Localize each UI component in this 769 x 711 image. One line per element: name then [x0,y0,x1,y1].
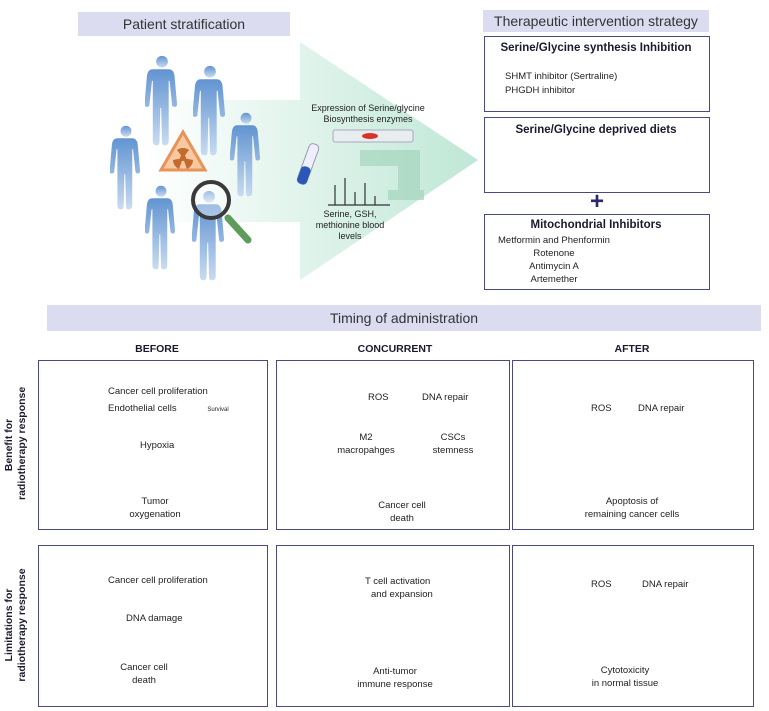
magnifying-glass-icon [191,180,252,244]
outcome-label: Cancer cell [120,662,168,673]
plus-sign: + [589,188,604,215]
therapy-box-line: Metformin and Phenformin [498,235,610,246]
outcome-label: oxygenation [129,509,181,520]
chromatogram-icon [328,178,390,206]
therapy-box-mitochondrial [484,214,710,290]
outcome-label: Tumor [141,496,169,507]
therapy-box-line: Antimycin A [529,261,579,272]
outcome-label: death [390,513,414,524]
therapy-box-line: Artemether [530,274,578,285]
outcome-label: immune response [357,679,433,690]
outcome-label: Cytotoxicity [600,665,650,676]
effect-label: DNA repair [642,579,689,590]
effect-label: Cancer cell proliferation [108,386,208,397]
effect-label: Cancer cell proliferation [108,575,208,586]
column-head-concurrent: CONCURRENT [357,343,433,355]
radiation-hazard-icon [158,129,208,172]
therapy-box-title: Serine/Glycine deprived diets [515,124,677,136]
test-tube-icon [296,143,320,185]
effect-label: DNA damage [126,613,183,624]
survival-label: Survival [207,407,229,413]
outcome-label: death [132,675,156,686]
outcome-label: Apoptosis of [605,496,659,507]
column-head-after: AFTER [614,343,650,355]
cell-after-limit [512,545,754,707]
effect-label: T cell activation [365,576,431,587]
effect-label: M2 [359,432,373,443]
column-head-before: BEFORE [135,343,179,355]
outcome-label: Cancer cell [378,500,426,511]
outcome-label: Anti-tumor [373,666,417,677]
microscope-slide-icon [332,129,414,143]
effect-label: ROS [591,579,612,590]
outcome-label: remaining cancer cells [584,509,680,520]
therapy-box-title: Serine/Glycine synthesis Inhibition [500,42,692,54]
expression-label: Expression of Serine/glycine Biosynthesi… [311,103,425,124]
therapy-box-deprived-diets [484,117,710,193]
effect-label: ROS [368,392,389,403]
sequencer-icon [360,150,424,200]
outcome-label: in normal tissue [591,678,659,689]
effect-label: stemness [432,445,474,456]
cell-concurrent-limit [276,545,510,707]
therapy-box-line: SHMT inhibitor (Sertraline) [505,71,618,82]
effect-label: ROS [591,403,612,414]
therapy-box-title: Mitochondrial Inhibitors [530,219,662,231]
cell-concurrent-benefit [276,360,510,530]
cell-before-benefit [38,360,268,530]
therapy-box-synthesis-inhibition [484,36,710,112]
row-label-line: radiotherapy response [16,386,28,500]
effect-label: Endothelial cells [108,403,177,414]
effect-label: DNA repair [638,403,685,414]
effect-label: DNA repair [422,392,469,403]
patient-stratification-header: Patient stratification [78,12,290,36]
therapy-box-line: Rotenone [533,248,575,259]
therapeutic-strategy-header: Therapeutic intervention strategy [483,10,709,32]
row-label-line: Benefit for [3,418,15,472]
serine-levels-label: Serine, GSH, methionine blood levels [315,209,385,241]
cell-after-benefit [512,360,754,530]
effect-label: CSCs [440,432,466,443]
row-label-line: radiotherapy response [16,568,28,682]
cell-before-limit [38,545,268,707]
effect-label: macropahges [337,445,395,456]
effect-label: and expansion [371,589,433,600]
row-label-line: Limitations for [3,588,15,662]
therapy-box-line: PHGDH inhibitor [505,85,576,96]
effect-label: Hypoxia [140,440,175,451]
timing-header: Timing of administration [47,305,761,331]
